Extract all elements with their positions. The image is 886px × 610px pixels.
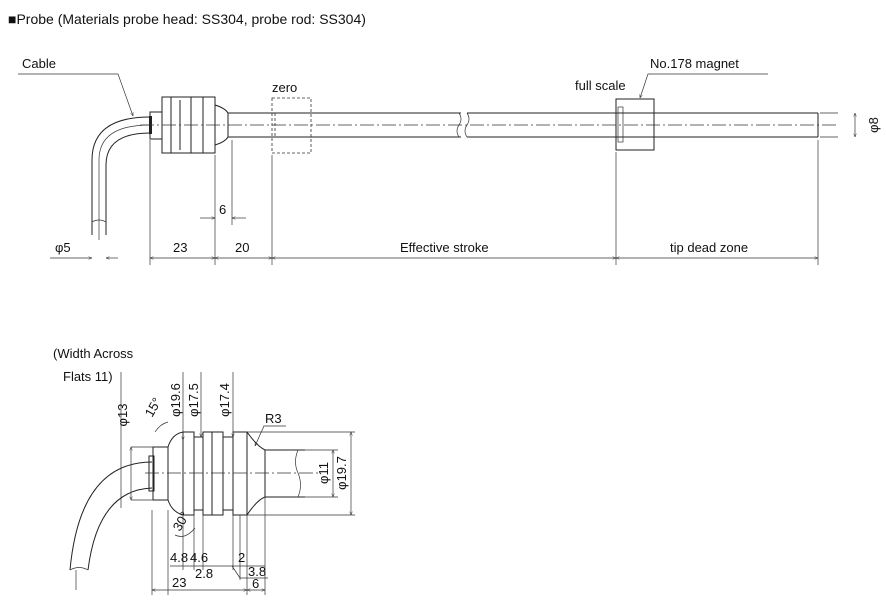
- magnet-leader: [639, 73, 768, 99]
- magnet-label: No.178 magnet: [650, 56, 739, 71]
- cable-diameter-label: φ5: [55, 240, 71, 255]
- dim-3-8: 3.8: [248, 564, 266, 579]
- dim-2: 2: [238, 550, 245, 565]
- dim-4-8: 4.8: [170, 550, 188, 565]
- dim-20: 20: [235, 240, 249, 255]
- dia-17-4: φ17.4: [217, 383, 232, 417]
- width-across-flats-value: Flats 11): [63, 369, 113, 384]
- dim-4-6: 4.6: [190, 550, 208, 565]
- tip-dead-zone-label: tip dead zone: [670, 240, 748, 255]
- drawing-title: ■Probe (Materials probe head: SS304, pro…: [8, 11, 366, 27]
- dia-13: φ13: [115, 404, 130, 427]
- radius-r3: R3: [265, 411, 282, 426]
- dia-17-5: φ17.5: [186, 383, 201, 417]
- rod-diameter-label: φ8: [866, 117, 881, 133]
- probe-rod: [140, 112, 838, 138]
- top-view: Cable zero ful: [18, 56, 881, 265]
- dim-23: 23: [173, 240, 187, 255]
- effective-stroke-label: Effective stroke: [400, 240, 489, 255]
- dim-6: 6: [219, 202, 226, 217]
- detail-view: (Width Across Flats 11) φ11 φ19.7 R3: [53, 346, 355, 595]
- magnet: [615, 98, 655, 151]
- cable-label: Cable: [22, 56, 56, 71]
- width-across-flats-label: (Width Across: [53, 346, 134, 361]
- detail-dim-23: 23: [172, 575, 186, 590]
- cable: [91, 116, 151, 240]
- full-scale-label: full scale: [575, 78, 626, 93]
- dia-11: φ11: [316, 462, 331, 484]
- angle-30: 30°: [170, 509, 193, 534]
- cable-leader: [18, 73, 134, 117]
- detail-dim-6: 6: [252, 576, 259, 591]
- angle-15: 15°: [142, 395, 165, 420]
- dim-2-8: 2.8: [195, 566, 213, 581]
- zero-label: zero: [272, 80, 297, 95]
- dia-19-7: φ19.7: [334, 456, 349, 490]
- zero-magnet-position: [271, 97, 312, 154]
- dia-19-6: φ19.6: [168, 383, 183, 417]
